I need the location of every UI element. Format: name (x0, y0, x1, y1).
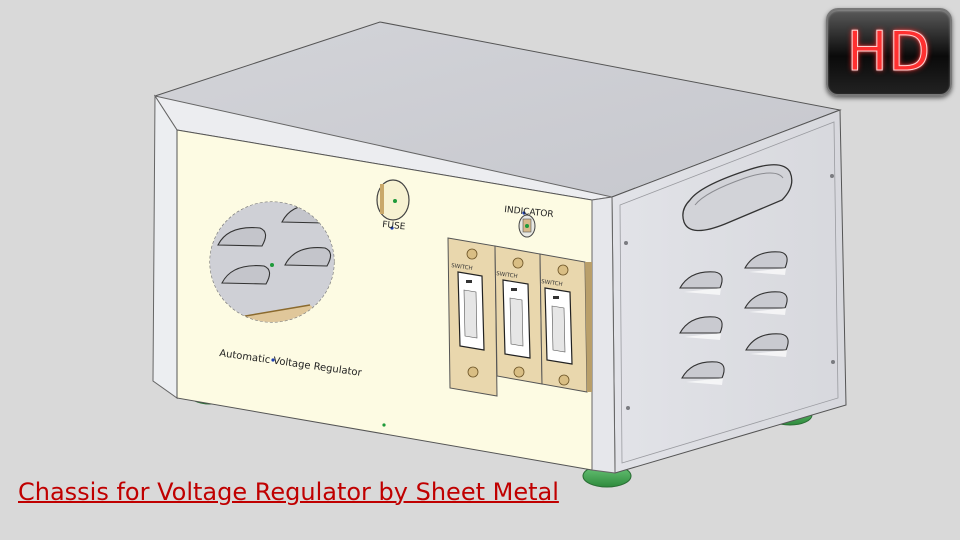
fuse-holder (376, 179, 410, 230)
switch-label-3: SWITCH (541, 279, 563, 288)
side-handle-slot (682, 164, 793, 232)
switch-label-2: SWITCH (496, 271, 518, 280)
fuse-label: FUSE (382, 220, 406, 232)
indicator-lamp (518, 211, 536, 238)
front-bezel-left (152, 94, 178, 399)
side-screws (624, 174, 835, 410)
side-louvres (679, 251, 789, 379)
hd-badge: HD (826, 8, 952, 96)
switch-label-1: SWITCH (451, 263, 473, 272)
caption-title: Chassis for Voltage Regulator by Sheet M… (18, 478, 559, 506)
hd-badge-text: HD (846, 20, 932, 84)
switch-panel (447, 237, 592, 397)
